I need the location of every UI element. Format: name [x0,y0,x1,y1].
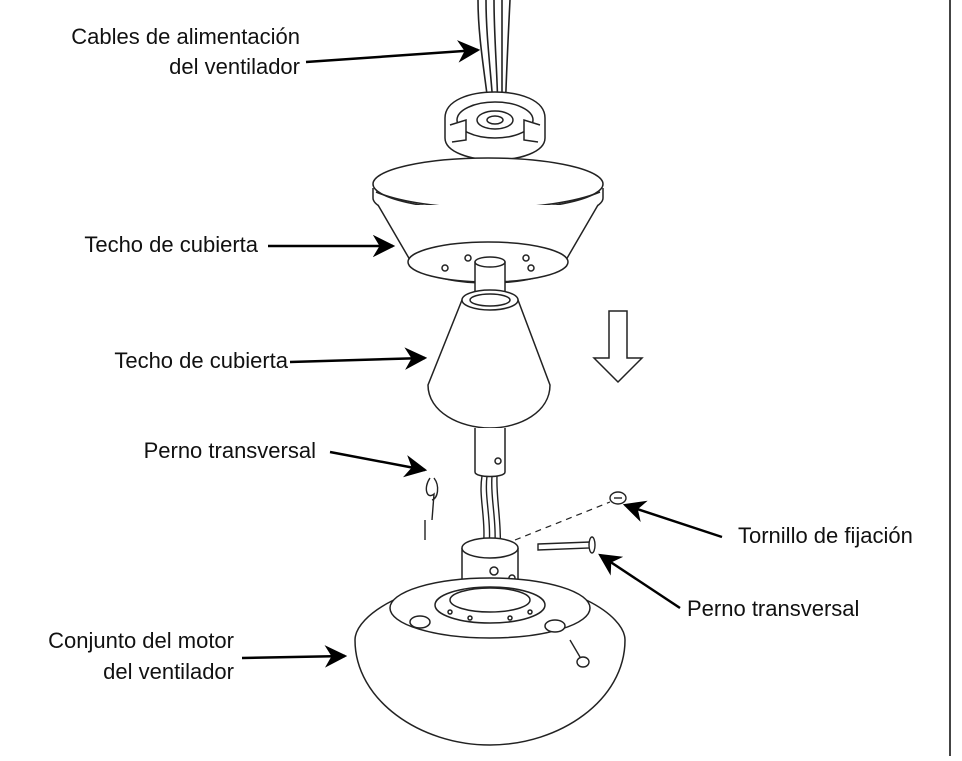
label-canopy-lower: Techo de cubierta [114,348,288,373]
coupling-cover [427,289,551,429]
hanger-ball [444,91,546,161]
set-screw [609,491,627,505]
pointer-arrows [241,40,723,668]
label-set-screw: Tornillo de fijación [738,523,913,548]
cross-pin-left [424,477,439,540]
bottom-screw [569,639,590,668]
label-fan-wires-line2: del ventilador [169,54,300,79]
label-canopy-top: Techo de cubierta [84,232,258,257]
label-motor-line1: Conjunto del motor [48,628,234,653]
motor-housing [354,577,626,746]
label-fan-wires-line1: Cables de alimentación [71,24,300,49]
label-motor-line2: del ventilador [103,659,234,684]
down-arrow-icon [592,310,644,384]
downrod-lower [474,428,506,478]
label-cross-pin-left: Perno transversal [143,438,316,463]
label-cross-pin-right: Perno transversal [687,596,860,621]
assembly-dash-line [514,501,611,541]
cross-pin-right [537,536,596,554]
